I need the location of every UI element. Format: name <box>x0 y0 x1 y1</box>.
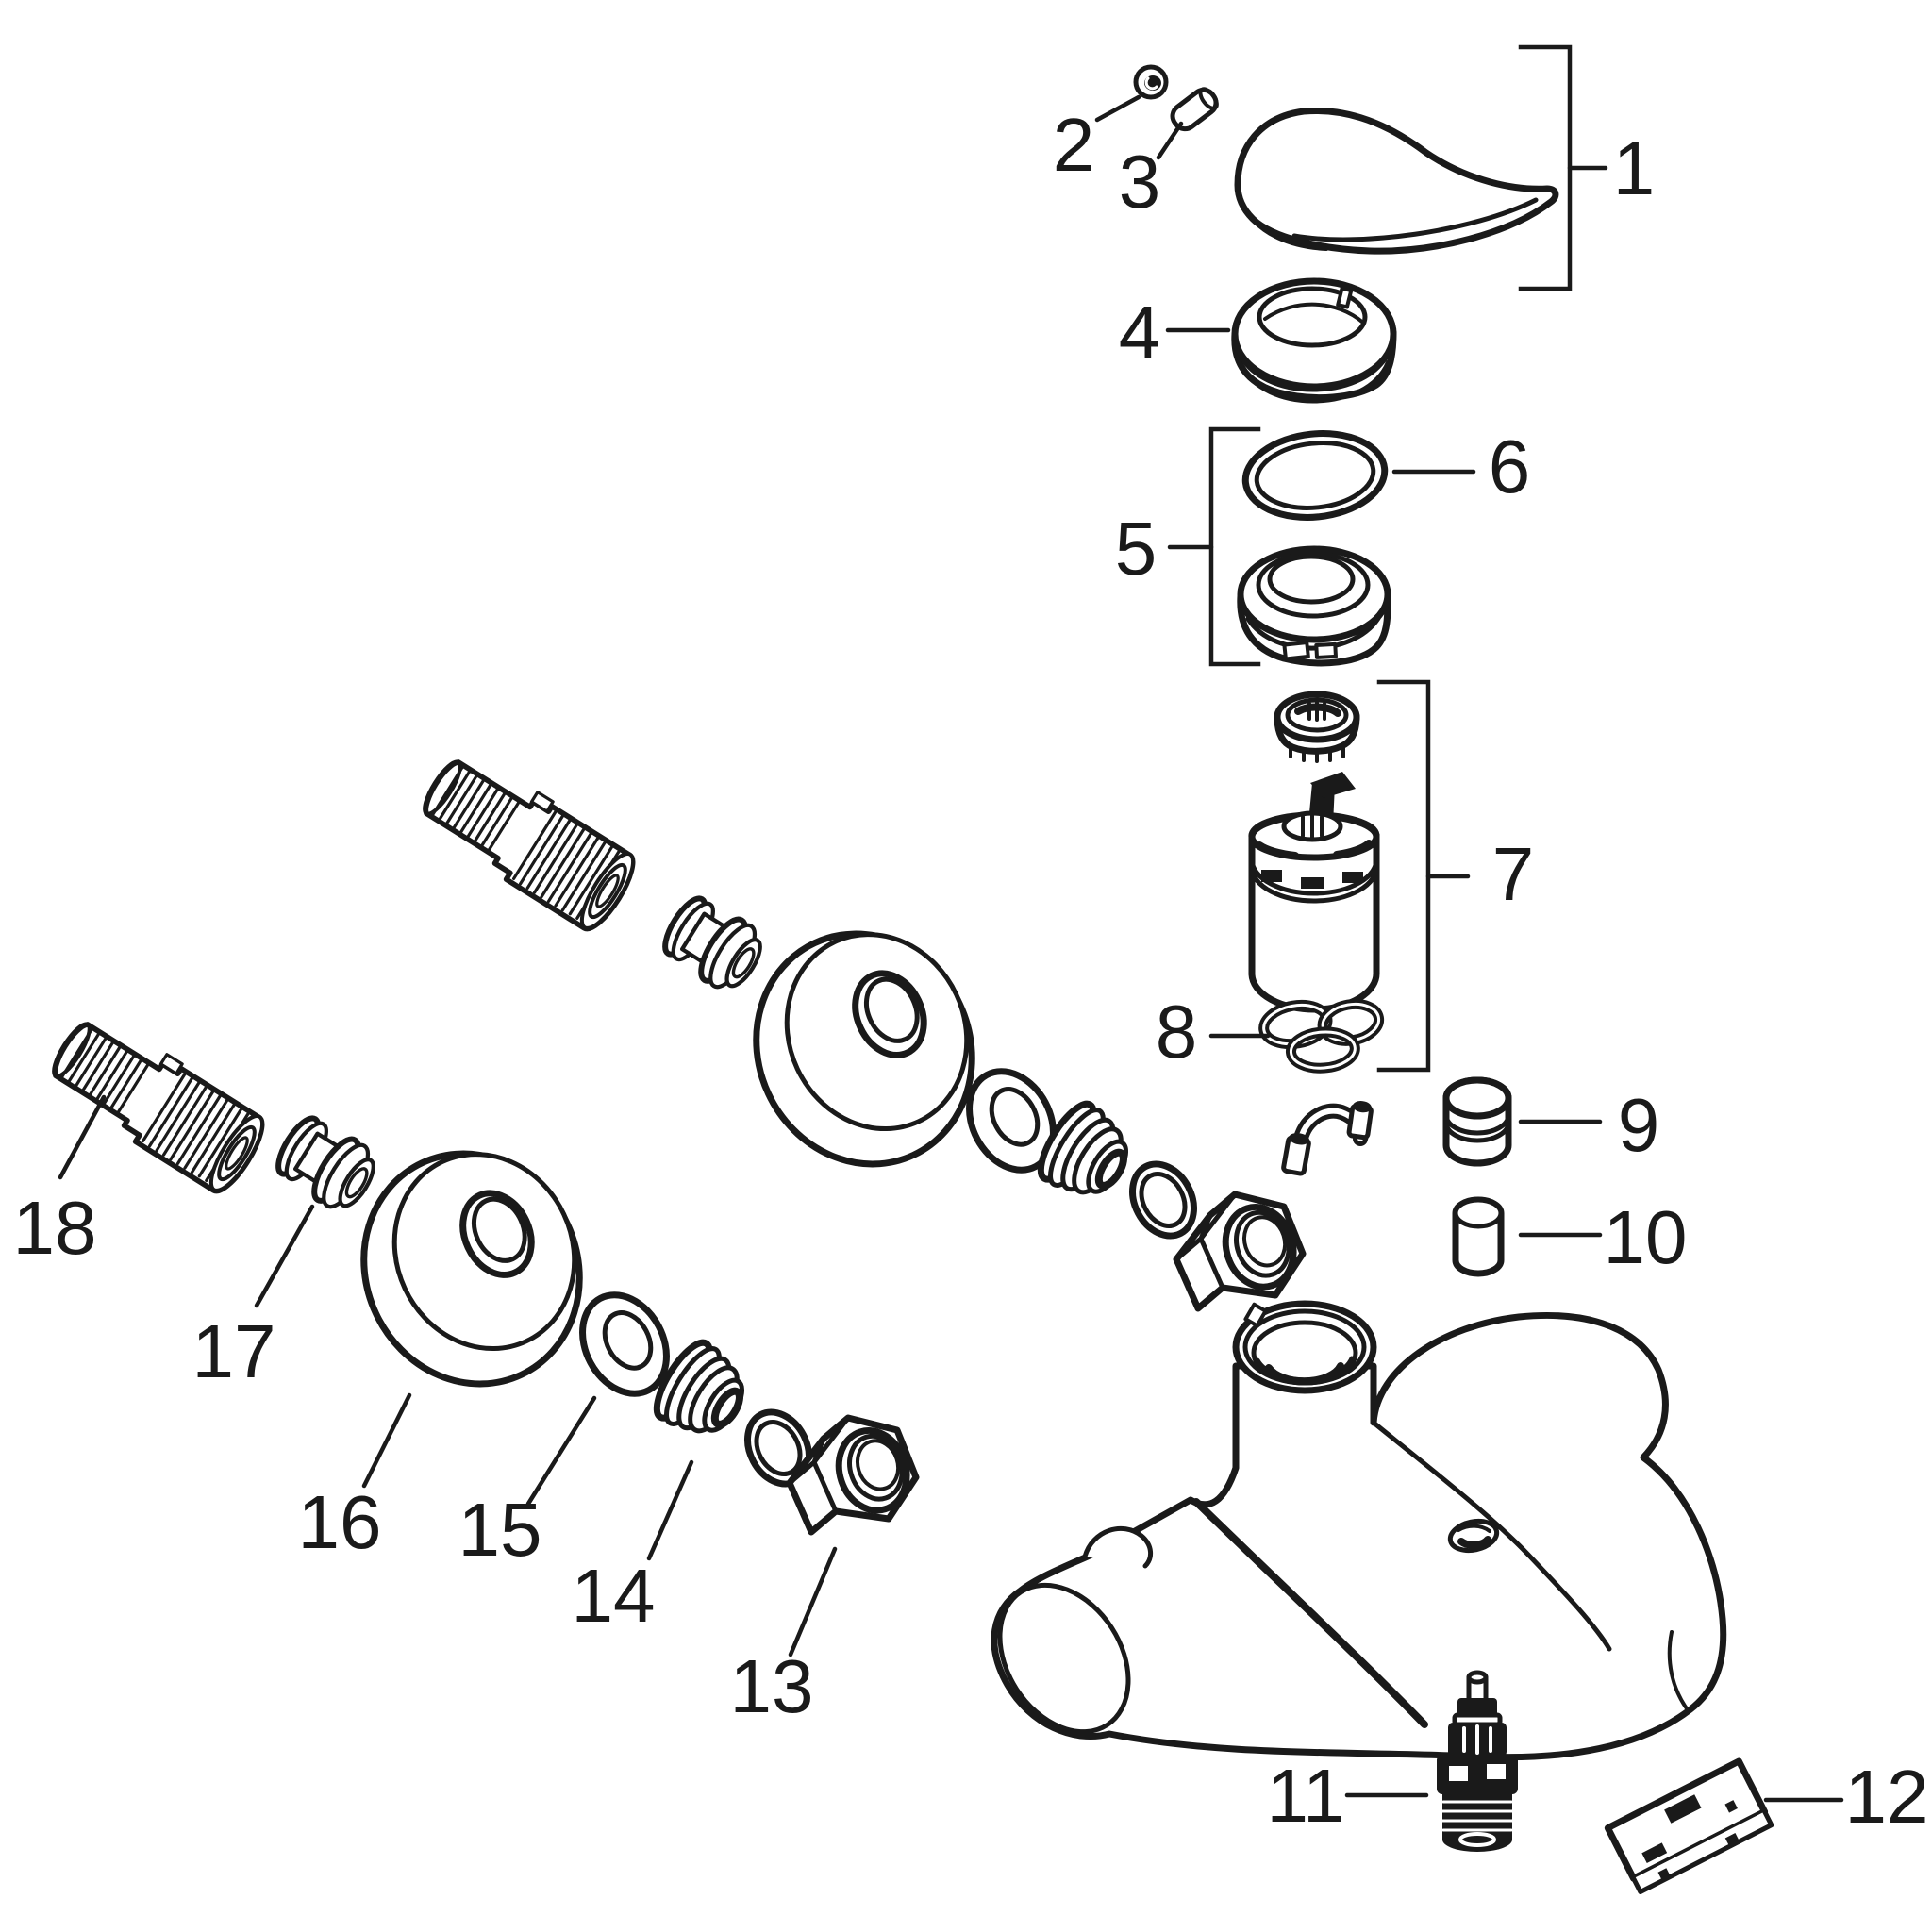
part-2-grub-screw <box>1133 64 1169 100</box>
part-label-10: 10 <box>1604 1195 1688 1279</box>
cartridge <box>1248 772 1380 1013</box>
part-label-9: 9 <box>1618 1083 1660 1167</box>
leader-line-14 <box>646 1459 694 1561</box>
leader-line-2 <box>1094 94 1141 123</box>
cartridge-retaining-ring <box>1274 691 1360 763</box>
connector-nipple-rear <box>657 891 772 999</box>
part-label-13: 13 <box>730 1644 814 1728</box>
threaded-cap-ring <box>1237 545 1391 667</box>
part-11-diverter-valve <box>1437 1670 1518 1852</box>
part-label-18: 18 <box>13 1186 97 1270</box>
leader-line-18 <box>58 1094 107 1180</box>
body-inlet-face <box>997 1582 1131 1735</box>
part-label-3: 3 <box>1119 140 1161 224</box>
part-label-15: 15 <box>458 1488 542 1572</box>
bracket-1 <box>1518 44 1573 291</box>
leader-line-17 <box>254 1204 315 1308</box>
spout-top-edge <box>1371 1420 1612 1652</box>
part-4-handle-bezel <box>1231 277 1397 404</box>
leader-line-15 <box>525 1395 597 1507</box>
part-17-connector-nipple <box>270 1110 385 1219</box>
leader-line-13 <box>788 1546 838 1657</box>
body-mounting-boss <box>1082 1525 1153 1569</box>
part-label-16: 16 <box>298 1480 382 1564</box>
part-label-6: 6 <box>1489 425 1531 508</box>
part-label-8: 8 <box>1156 990 1198 1074</box>
part-13-union-nut <box>790 1418 917 1532</box>
body-crease-line <box>1192 1498 1428 1728</box>
part-label-5: 5 <box>1115 507 1158 591</box>
part-label-12: 12 <box>1845 1755 1929 1839</box>
part-3-pin <box>1170 87 1219 132</box>
s-connector-rear <box>411 743 643 936</box>
retaining-clip <box>1281 1101 1374 1176</box>
spout-tip-edge <box>1667 1630 1690 1713</box>
part-label-4: 4 <box>1119 291 1161 375</box>
spout-top-hole <box>1447 1518 1500 1554</box>
part-label-7: 7 <box>1492 832 1535 916</box>
bracket-7 <box>1376 679 1431 1073</box>
part-1-handle-lever <box>1234 107 1559 255</box>
part-6-o-ring <box>1241 430 1389 521</box>
faucet-body <box>991 1300 1727 1761</box>
leader-line-16 <box>361 1392 412 1489</box>
part-label-1: 1 <box>1613 126 1656 210</box>
body-cartridge-seat <box>1232 1300 1377 1394</box>
part-18-s-connector <box>41 1006 273 1198</box>
part-label-2: 2 <box>1053 103 1095 187</box>
leader-line-3 <box>1156 121 1184 160</box>
part-10-sleeve <box>1452 1196 1505 1277</box>
part-12-aerator <box>1604 1757 1774 1894</box>
escutcheon-rear <box>719 898 1010 1200</box>
part-9-cap <box>1442 1076 1512 1167</box>
part-8-o-ring-set <box>1258 998 1385 1074</box>
part-label-17: 17 <box>192 1309 276 1393</box>
part-label-11: 11 <box>1266 1754 1344 1838</box>
part-label-14: 14 <box>572 1554 656 1638</box>
